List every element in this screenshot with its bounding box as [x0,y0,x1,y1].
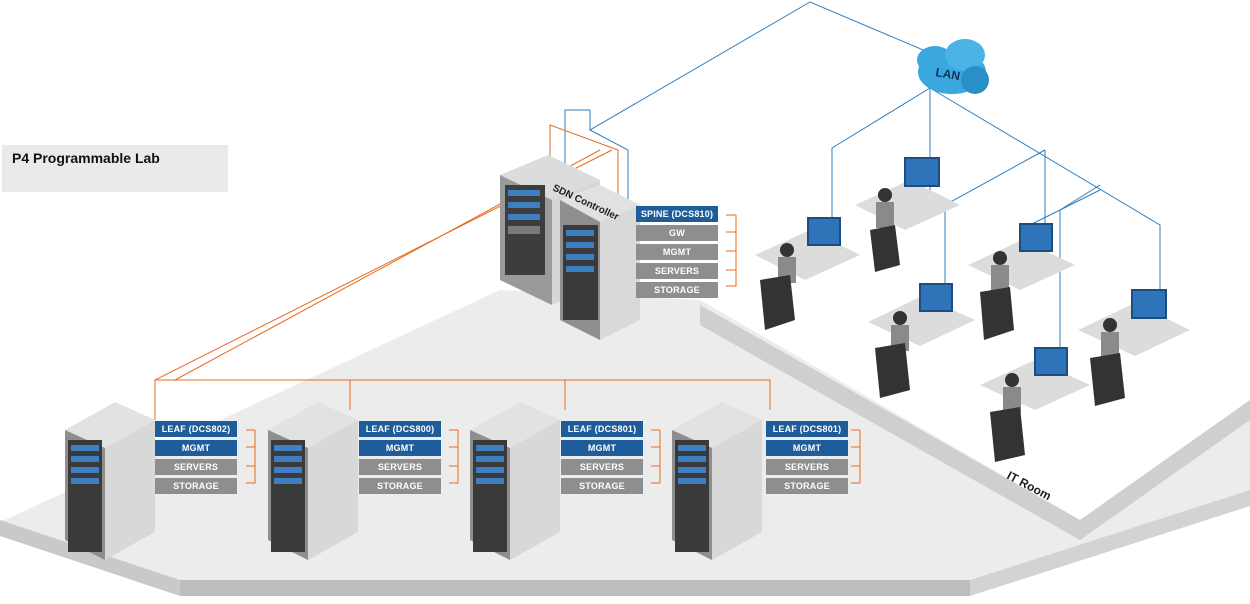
leaf-port-row: STORAGE [561,478,643,494]
leaf-port-row: STORAGE [766,478,848,494]
leaf-port-panel-4: LEAF (DCS801) MGMT SERVERS STORAGE [766,421,848,497]
leaf-port-row: MGMT [766,440,848,456]
workstation [868,283,975,398]
leaf-port-panel-2: LEAF (DCS800) MGMT SERVERS STORAGE [359,421,441,497]
leaf-port-row: LEAF (DCS801) [766,421,848,437]
leaf-port-row: STORAGE [155,478,237,494]
leaf-port-arrows [246,429,861,484]
leaf-rack-3 [470,402,560,560]
spine-port-row: GW [636,225,718,241]
workstation [755,217,860,330]
leaf-port-panel-3: LEAF (DCS801) MGMT SERVERS STORAGE [561,421,643,497]
lan-cloud-icon [917,39,989,94]
leaf-port-row: LEAF (DCS800) [359,421,441,437]
title-panel [2,145,228,192]
leaf-port-row: MGMT [561,440,643,456]
leaf-port-row: MGMT [155,440,237,456]
spine-port-arrows [726,214,737,287]
leaf-port-row: SERVERS [766,459,848,475]
workstation [980,347,1090,462]
leaf-port-row: STORAGE [359,478,441,494]
spine-port-row: SPINE (DCS810) [636,206,718,222]
spine-port-row: SERVERS [636,263,718,279]
workstation [855,157,960,272]
page-title: P4 Programmable Lab [12,150,160,166]
spine-port-row: STORAGE [636,282,718,298]
leaf-port-row: LEAF (DCS802) [155,421,237,437]
leaf-port-row: SERVERS [359,459,441,475]
leaf-port-panel-1: LEAF (DCS802) MGMT SERVERS STORAGE [155,421,237,497]
leaf-port-row: LEAF (DCS801) [561,421,643,437]
spine-port-panel: SPINE (DCS810) GW MGMT SERVERS STORAGE [636,206,718,301]
leaf-rack-4 [672,402,762,560]
workstation [968,223,1075,340]
it-room-workstations [755,157,1190,462]
leaf-rack-1 [65,402,155,560]
leaf-port-row: SERVERS [561,459,643,475]
sdn-controller-racks [500,155,640,340]
leaf-port-row: SERVERS [155,459,237,475]
leaf-racks [65,402,762,560]
leaf-port-row: MGMT [359,440,441,456]
leaf-rack-2 [268,402,358,560]
workstation [1078,289,1190,406]
lan-label: LAN [934,65,961,83]
spine-port-row: MGMT [636,244,718,260]
